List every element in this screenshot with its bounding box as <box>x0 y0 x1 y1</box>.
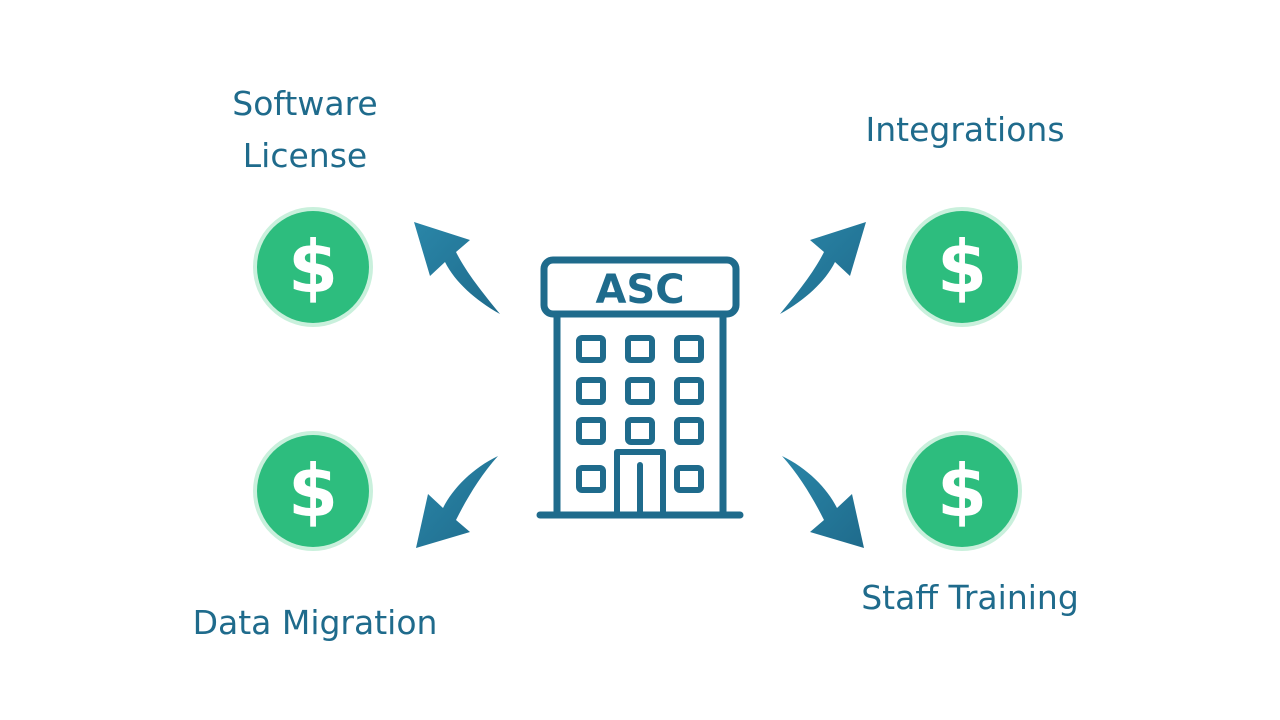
label-data-migration: Data Migration <box>170 597 460 649</box>
building-icon <box>536 256 744 519</box>
label-line: Data Migration <box>192 603 438 642</box>
arrow-to-integrations <box>780 222 866 314</box>
label-line: License <box>242 136 368 175</box>
coin-symbol: $ <box>288 225 338 309</box>
arrow-to-software-license <box>414 222 500 314</box>
dollar-coin-icon: $ <box>902 207 1022 327</box>
label-staff-training: Staff Training <box>840 572 1100 624</box>
building-sign <box>540 256 740 318</box>
label-line: Integrations <box>865 110 1065 149</box>
arrow-to-staff-training <box>782 456 864 548</box>
building-door <box>614 449 666 515</box>
building-windows <box>576 335 704 493</box>
arrow-to-data-migration <box>416 456 498 548</box>
coin-symbol: $ <box>937 225 987 309</box>
label-line: Software <box>232 84 378 123</box>
dollar-coin-icon: $ <box>902 431 1022 551</box>
arrows <box>414 222 866 548</box>
label-line: Staff Training <box>861 578 1079 617</box>
dollar-coin-icon: $ <box>253 431 373 551</box>
coin-symbol: $ <box>937 449 987 533</box>
label-integrations: Integrations <box>845 104 1085 156</box>
building-label: ASC <box>595 267 684 313</box>
label-software-license: Software License <box>180 78 430 182</box>
building-body <box>553 312 727 516</box>
coin-symbol: $ <box>288 449 338 533</box>
dollar-coin-icon: $ <box>253 207 373 327</box>
